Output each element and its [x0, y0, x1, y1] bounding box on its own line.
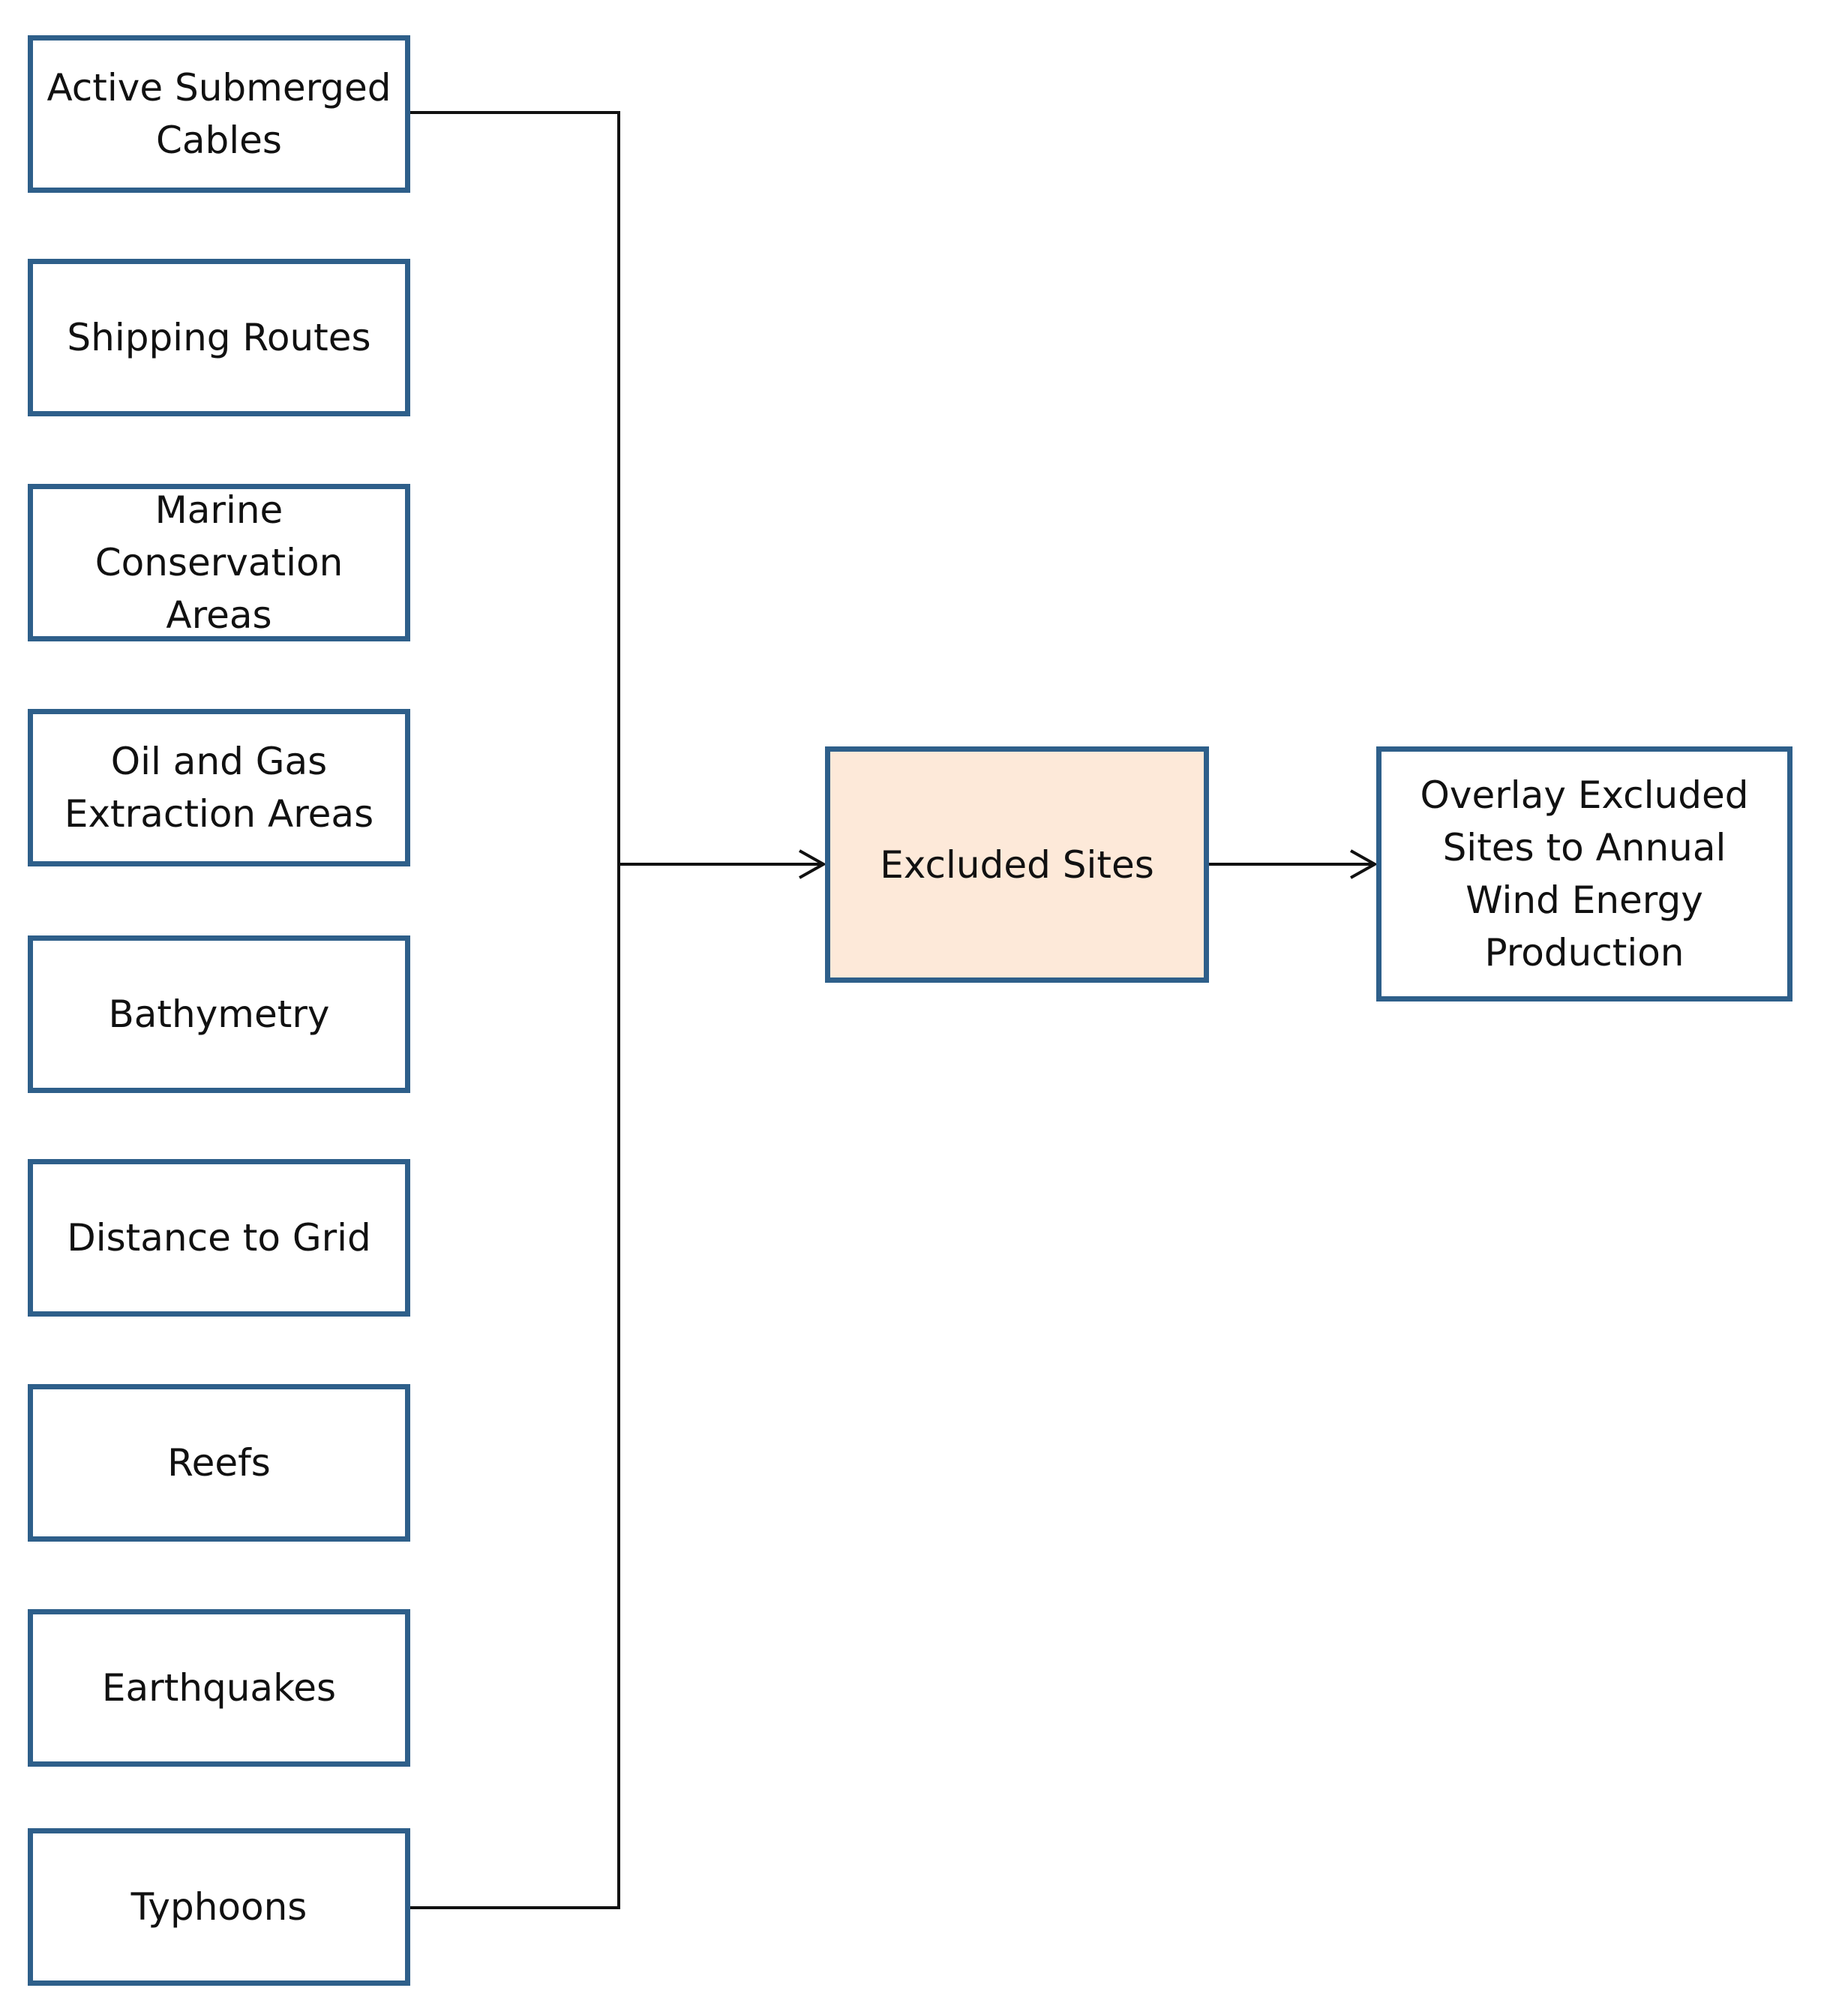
- input-box-active-submerged-cables: Active Submerged Cables: [28, 35, 410, 193]
- input-label: Bathymetry: [108, 992, 330, 1036]
- arrowhead-excluded-sites: [799, 849, 827, 879]
- input-box-typhoons: Typhoons: [28, 1828, 410, 1986]
- input-label: Distance to Grid: [67, 1216, 371, 1260]
- input-box-distance-to-grid: Distance to Grid: [28, 1159, 410, 1317]
- input-box-marine-conservation-areas: Marine Conservation Areas: [28, 484, 410, 641]
- input-box-bathymetry: Bathymetry: [28, 935, 410, 1093]
- excluded-sites-box: Excluded Sites: [825, 746, 1209, 983]
- input-box-earthquakes: Earthquakes: [28, 1609, 410, 1767]
- connector-top-branch: [409, 111, 620, 1909]
- input-label: Reefs: [167, 1441, 271, 1485]
- excluded-sites-label: Excluded Sites: [880, 842, 1154, 887]
- input-label: Oil and Gas Extraction Areas: [64, 740, 374, 836]
- input-box-oil-and-gas-extraction-areas: Oil and Gas Extraction Areas: [28, 709, 410, 866]
- arrowhead-overlay: [1350, 849, 1378, 879]
- input-label: Earthquakes: [101, 1666, 337, 1710]
- input-box-reefs: Reefs: [28, 1384, 410, 1542]
- input-label: Active Submerged Cables: [46, 66, 392, 162]
- input-label: Typhoons: [130, 1885, 308, 1929]
- input-label: Shipping Routes: [67, 316, 371, 359]
- input-box-shipping-routes: Shipping Routes: [28, 259, 410, 416]
- input-label: Marine Conservation Areas: [94, 488, 344, 637]
- overlay-output-label: Overlay Excluded Sites to Annual Wind En…: [1420, 773, 1749, 974]
- overlay-output-box: Overlay Excluded Sites to Annual Wind En…: [1376, 746, 1792, 1001]
